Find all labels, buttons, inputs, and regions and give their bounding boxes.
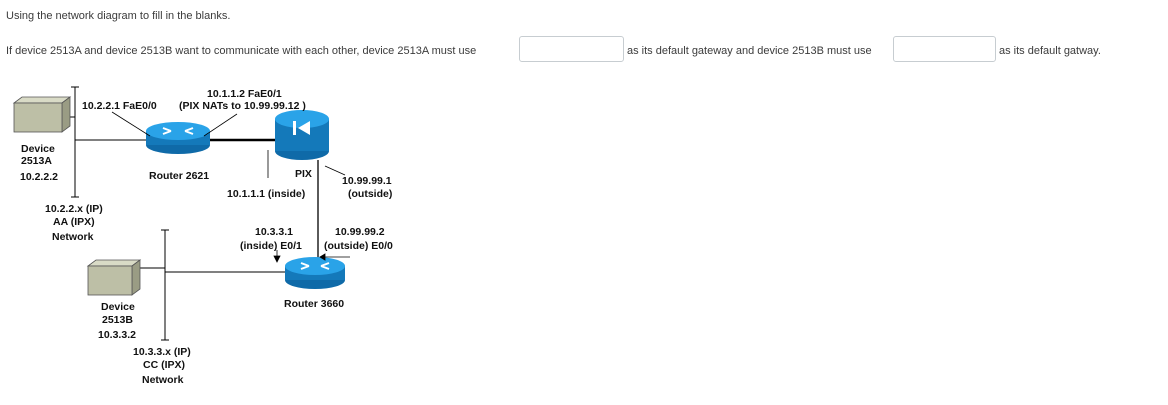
label-r3660-inside: (inside) E0/1 <box>240 240 302 252</box>
router-2621-icon <box>146 122 210 154</box>
label-pix: PIX <box>295 168 312 180</box>
segment-a-bus <box>60 86 148 198</box>
pointer-lines <box>111 111 350 263</box>
label-device2513b-model: 2513B <box>102 314 133 326</box>
device-2513b-icon <box>86 259 142 296</box>
default-gateway-2513a-input[interactable] <box>519 36 624 62</box>
label-r3660-outside-ip: 10.99.99.2 <box>335 226 385 238</box>
question-part-2: as its default gateway and device 2513B … <box>627 45 872 57</box>
label-pix-inside: 10.1.1.1 (inside) <box>227 188 305 200</box>
segment-c-bus <box>140 229 285 341</box>
router-3660-icon <box>285 257 345 289</box>
label-router2621-fae01: 10.1.1.2 FaE0/1 <box>207 88 282 100</box>
default-gateway-2513b-input[interactable] <box>893 36 996 62</box>
label-pix-outside: (outside) <box>348 188 392 200</box>
question-part-3: as its default gatway. <box>999 45 1101 57</box>
label-neta-network: Network <box>52 231 94 243</box>
label-device2513b-ip: 10.3.3.2 <box>98 329 136 341</box>
label-pix-nat: (PIX NATs to 10.99.99.12 ) <box>179 100 306 112</box>
label-r3660-inside-ip: 10.3.3.1 <box>255 226 293 238</box>
device-2513a-icon <box>12 96 72 133</box>
label-router2621: Router 2621 <box>149 170 209 182</box>
label-router2621-fae00: 10.2.2.1 FaE0/0 <box>82 100 157 112</box>
label-neta-ipx: AA (IPX) <box>53 216 95 228</box>
label-netc-ipx: CC (IPX) <box>143 359 185 371</box>
label-device2513b-name: Device <box>101 301 135 313</box>
label-neta-ip: 10.2.2.x (IP) <box>45 203 103 215</box>
label-r3660-outside: (outside) E0/0 <box>324 240 393 252</box>
label-device2513a-model: 2513A <box>21 155 52 167</box>
label-device2513a-name: Device <box>21 143 55 155</box>
label-device2513a-ip: 10.2.2.2 <box>20 171 58 183</box>
label-netc-ip: 10.3.3.x (IP) <box>133 346 191 358</box>
pix-firewall-icon <box>275 110 329 160</box>
instruction-text: Using the network diagram to fill in the… <box>6 10 231 22</box>
label-pix-outside-ip: 10.99.99.1 <box>342 175 392 187</box>
label-netc-network: Network <box>142 374 184 386</box>
question-part-1: If device 2513A and device 2513B want to… <box>6 45 477 57</box>
label-router3660: Router 3660 <box>284 298 344 310</box>
